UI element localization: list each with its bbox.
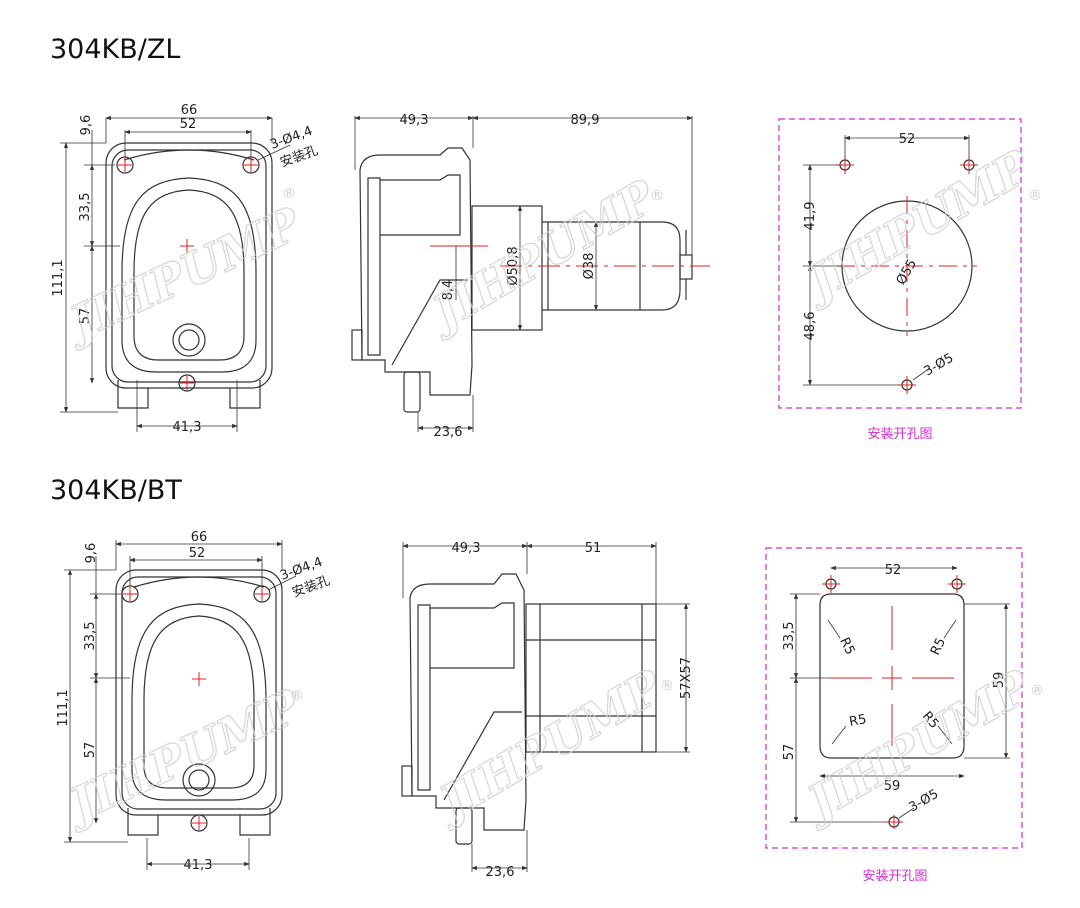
zl-front-centermarks <box>118 158 258 390</box>
bt-front-lower: 57 <box>83 742 98 759</box>
bt-mount-lower: 57 <box>782 744 797 761</box>
zl-front-height: 111,1 <box>51 259 66 296</box>
bt-side-pump-depth: 49,3 <box>452 541 481 556</box>
zl-front-top-offset: 9,6 <box>79 115 94 136</box>
bt-side-dimlines <box>402 542 690 872</box>
bt-front-view <box>64 540 283 870</box>
bt-mount-holes: 3-Ø5 <box>907 787 942 816</box>
watermark-registered-icon: ® <box>1028 188 1042 204</box>
zl-mount-down: 48,6 <box>803 312 818 341</box>
bt-front-width: 66 <box>191 530 208 545</box>
model-title-bt: 304KB/BT <box>50 475 182 506</box>
bt-mount-spacing: 52 <box>885 563 902 578</box>
zl-side-pump-depth: 49,3 <box>400 113 429 128</box>
zl-mount-up: 41,9 <box>803 202 818 231</box>
zl-front-upper: 33,5 <box>78 193 93 222</box>
zl-front-dimlines <box>63 115 291 429</box>
bt-front-dimlines <box>67 541 297 867</box>
bt-mount-width: 59 <box>884 779 901 794</box>
watermark-registered-icon: ® <box>290 688 304 704</box>
watermark-logo: JIHPUMP <box>424 659 673 834</box>
bt-side-port: 23,6 <box>486 865 515 880</box>
watermark-registered-icon: ® <box>1030 683 1044 699</box>
bt-front-hole-spacing: 52 <box>189 546 206 561</box>
zl-side-motor-length: 89,9 <box>571 113 600 128</box>
zl-mount-dimlines <box>803 135 970 386</box>
zl-side-motor-diameter: Ø50,8 <box>506 246 521 285</box>
watermark-registered-icon: ® <box>660 678 674 694</box>
bt-mount-caption: 安装开孔图 <box>862 869 927 884</box>
zl-mount-holes: 3-Ø5 <box>922 351 957 380</box>
bt-mount-dimlines <box>790 565 1010 823</box>
zl-mount-caption: 安装开孔图 <box>867 427 932 442</box>
bt-side-motor-length: 51 <box>585 541 602 556</box>
bt-mount-radius-1: R5 <box>836 635 857 657</box>
bt-mount-upper: 33,5 <box>782 622 797 651</box>
zl-side-dimlines <box>354 115 693 432</box>
bt-mount-radius-3: R5 <box>848 712 868 730</box>
zl-front-width: 66 <box>181 103 198 118</box>
zl-mount-spacing: 52 <box>899 132 916 147</box>
bt-mount-frame <box>765 547 1023 849</box>
zl-mount-frame <box>778 118 1022 409</box>
zl-side-offset: 8,4 <box>441 280 456 301</box>
bt-mount-height: 59 <box>992 672 1007 689</box>
bt-side-view <box>401 573 657 845</box>
bt-front-upper: 33,5 <box>83 622 98 651</box>
bt-front-bottom-spacing: 41,3 <box>184 858 213 873</box>
bt-front-height: 111,1 <box>56 689 71 726</box>
zl-side-motor-diameter-2: Ø38 <box>582 253 597 280</box>
zl-side-port: 23,6 <box>434 425 463 440</box>
watermark-group: JIHPUMP ® JIHPUMP ® JIHPUMP ® JIHPUMP ® … <box>54 138 1044 836</box>
bt-mount-radius-2: R5 <box>928 636 949 658</box>
bt-mount-centerlines <box>822 575 966 829</box>
model-title-zl: 304KB/ZL <box>50 34 181 65</box>
zl-front-hole-spacing: 52 <box>180 117 197 132</box>
bt-front-centermarks <box>123 587 269 830</box>
zl-front-bottom-spacing: 41,3 <box>173 420 202 435</box>
bt-side-motor-size: 57X57 <box>679 657 694 699</box>
zl-side-centerline <box>430 245 710 267</box>
zl-side-view <box>351 147 693 413</box>
zl-mount-centerlines <box>836 156 978 394</box>
watermark-registered-icon: ® <box>650 188 664 204</box>
bt-front-top-offset: 9,6 <box>84 543 99 564</box>
watermark-registered-icon: ® <box>282 186 296 202</box>
zl-front-view <box>60 118 273 432</box>
watermark-logo: JIHPUMP <box>417 169 666 344</box>
zl-front-lower: 57 <box>78 308 93 325</box>
